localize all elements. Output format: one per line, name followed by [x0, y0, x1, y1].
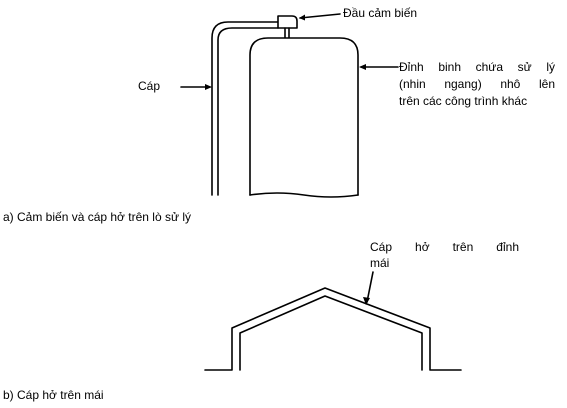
tank-top-label-3: trên các công trình khác: [399, 94, 528, 108]
cable-a-inner: [217, 27, 279, 196]
cable-label: Cáp: [138, 79, 161, 93]
sensor-head: [277, 15, 298, 29]
tank-top-label-1: Đỉnh binh chứa sử lý: [399, 60, 555, 74]
caption-a: a) Cảm biến và cáp hở trên lò sử lý: [3, 210, 191, 224]
tank-outline: [249, 37, 359, 196]
roof-inner: [239, 295, 423, 371]
caption-b: b) Cáp hở trên mái: [3, 388, 104, 402]
arrowhead-roof: [363, 297, 370, 305]
arrow-roof: [366, 271, 374, 303]
roof-cable-label-2: mái: [370, 256, 390, 270]
arrow-sensor: [299, 13, 341, 19]
arrowhead-sensor: [299, 14, 305, 21]
cable-a: [211, 21, 279, 196]
roof-outer: [204, 287, 462, 371]
tank-bottom-break: [249, 192, 359, 198]
arrowhead-cable: [205, 84, 212, 90]
arrowhead-tank: [359, 64, 366, 70]
tank-top-label-2: (nhin ngang) nhô lên: [399, 77, 555, 91]
roof-cable-label-1: Cáp hở trên đỉnh: [370, 240, 519, 254]
sensor-head-label: Đầu cảm biến: [343, 6, 418, 20]
